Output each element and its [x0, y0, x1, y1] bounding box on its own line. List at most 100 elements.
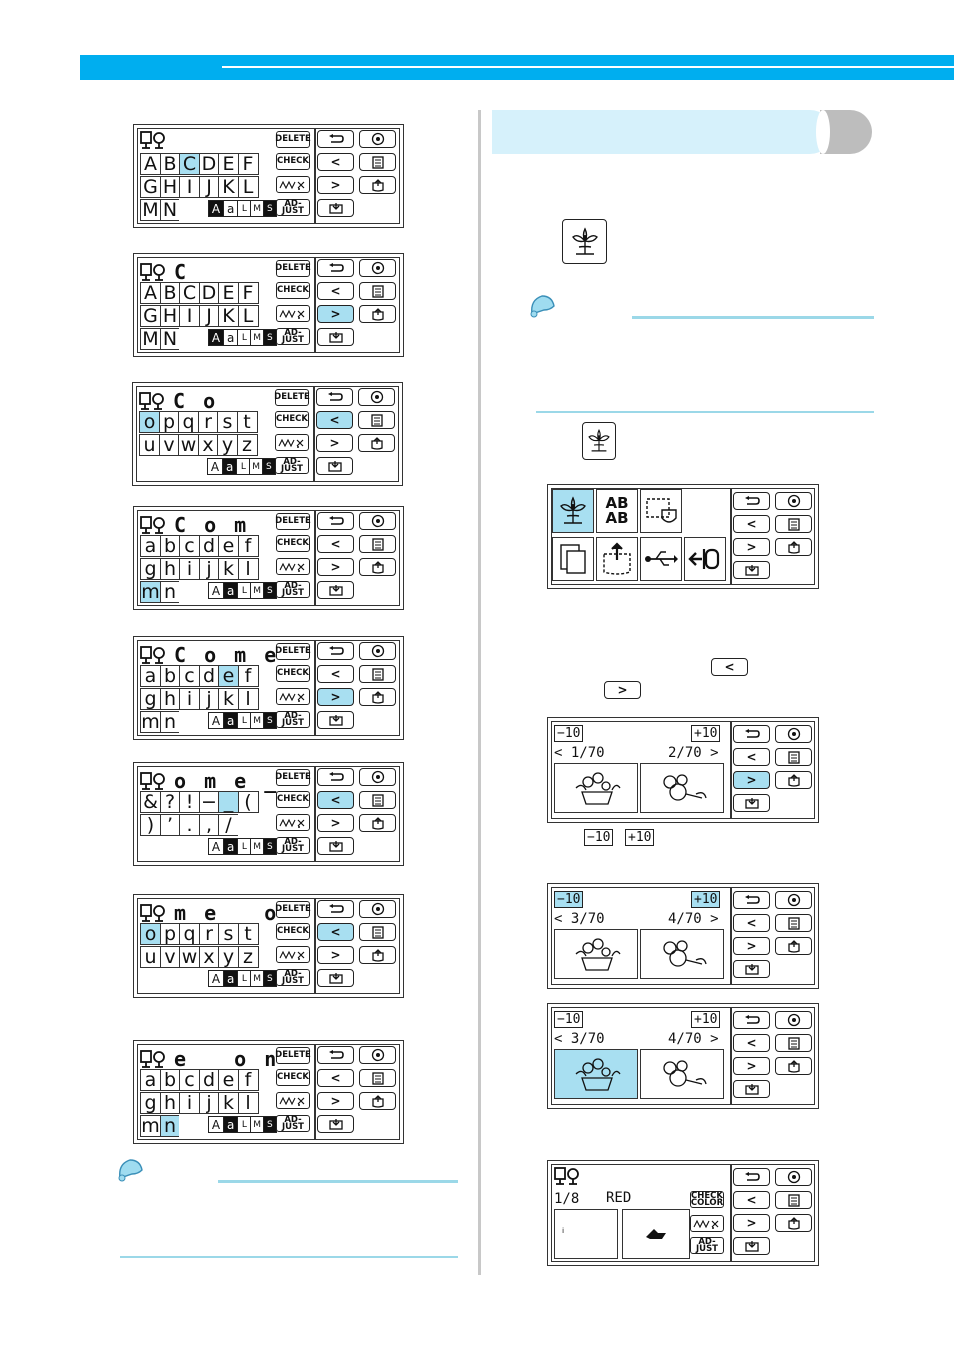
adjust-button[interactable]: AD- JUST — [276, 1115, 310, 1132]
stitch-button[interactable] — [690, 1215, 724, 1232]
prev-button[interactable]: < — [711, 658, 748, 676]
memory-button[interactable] — [359, 176, 396, 194]
uppercase-key[interactable]: A — [208, 1116, 224, 1133]
character-key[interactable]: n — [159, 581, 181, 603]
character-key[interactable]: c — [179, 1069, 200, 1091]
character-key[interactable]: D — [198, 153, 220, 175]
character-key[interactable]: b — [159, 1069, 181, 1091]
character-key[interactable]: s — [217, 411, 238, 433]
adjust-button[interactable]: AD- JUST — [276, 199, 310, 216]
next-button[interactable]: > — [733, 538, 770, 556]
uppercase-key[interactable]: A — [208, 712, 224, 729]
sheet-button[interactable] — [358, 411, 395, 429]
character-key[interactable]: H — [159, 305, 181, 327]
lowercase-key[interactable]: a — [222, 329, 239, 346]
plus10-button[interactable]: +10 — [691, 1011, 721, 1028]
uppercase-key[interactable]: A — [208, 838, 224, 855]
pattern-key[interactable] — [554, 763, 638, 813]
sheet-button[interactable] — [359, 153, 396, 171]
back-button[interactable] — [733, 891, 770, 909]
flower-icon[interactable] — [562, 219, 607, 264]
memory-button[interactable] — [775, 937, 812, 955]
character-key[interactable]: ? — [159, 791, 181, 813]
size-m-key[interactable]: M — [250, 329, 265, 346]
home-button[interactable] — [317, 969, 354, 987]
check-color-button[interactable]: CHECK COLOR — [690, 1190, 724, 1208]
character-key[interactable]: , — [198, 814, 220, 836]
back-button[interactable] — [317, 512, 354, 530]
embroidery-button[interactable] — [359, 1046, 396, 1064]
character-key[interactable]: n — [159, 1115, 181, 1137]
character-key[interactable]: L — [237, 305, 259, 327]
memory-button[interactable] — [775, 1214, 812, 1232]
pc-connect-key[interactable] — [684, 537, 726, 581]
embroidery-button[interactable] — [359, 130, 396, 148]
uppercase-key[interactable]: A — [208, 329, 224, 346]
size-s-key[interactable]: S — [262, 329, 277, 346]
character-key[interactable]: e — [218, 665, 239, 687]
character-key[interactable]: I — [179, 305, 200, 327]
character-key[interactable]: d — [198, 1069, 220, 1091]
next-button[interactable]: > — [604, 681, 641, 699]
lowercase-key[interactable]: a — [222, 712, 239, 729]
uppercase-key[interactable]: A — [208, 970, 224, 987]
character-key[interactable]: m — [140, 710, 161, 733]
delete-button[interactable]: DELETE — [275, 643, 311, 660]
delete-button[interactable]: DELETE — [275, 513, 311, 530]
back-button[interactable] — [733, 725, 770, 743]
character-key[interactable]: G — [140, 305, 161, 327]
flower-icon[interactable] — [582, 422, 616, 460]
adjust-button[interactable]: AD- JUST — [276, 969, 310, 986]
memory-button[interactable] — [775, 538, 812, 556]
back-button[interactable] — [317, 1046, 354, 1064]
sheet-button[interactable] — [359, 791, 396, 809]
adjust-button[interactable]: AD- JUST — [275, 457, 309, 474]
character-key[interactable]: s — [218, 923, 239, 945]
home-button[interactable] — [733, 1080, 770, 1098]
character-key[interactable]: e — [218, 1069, 239, 1091]
back-button[interactable] — [733, 1011, 770, 1029]
character-key[interactable]: h — [159, 558, 181, 580]
back-button[interactable] — [317, 642, 354, 660]
home-button[interactable] — [317, 328, 354, 346]
character-key[interactable]: d — [198, 665, 220, 687]
sheet-button[interactable] — [359, 1069, 396, 1087]
character-pattern-key[interactable]: AB AB — [596, 489, 638, 533]
lowercase-key[interactable]: a — [222, 1116, 239, 1133]
character-key[interactable]: K — [218, 305, 239, 327]
back-button[interactable] — [316, 388, 353, 406]
character-key[interactable]: w — [178, 434, 199, 456]
character-key[interactable]: C — [179, 153, 200, 175]
next-button[interactable]: > — [733, 1057, 770, 1075]
character-key[interactable]: F — [237, 282, 259, 304]
size-s-key[interactable]: S — [262, 1116, 277, 1133]
stitch-button[interactable] — [276, 688, 310, 705]
prev-button[interactable]: < — [316, 411, 353, 429]
minus10-button[interactable]: −10 — [554, 725, 584, 742]
character-key[interactable]: N — [159, 328, 181, 350]
delete-button[interactable]: DELETE — [275, 901, 311, 918]
character-key[interactable]: w — [179, 946, 200, 968]
character-key[interactable]: a — [140, 535, 161, 557]
delete-button[interactable]: DELETE — [275, 769, 311, 786]
character-key[interactable]: F — [237, 153, 259, 175]
prev-button[interactable]: < — [317, 1069, 354, 1087]
character-key[interactable]: r — [198, 923, 220, 945]
check-button[interactable]: CHECK — [275, 411, 309, 428]
check-button[interactable]: CHECK — [276, 282, 310, 299]
stitch-button[interactable] — [276, 814, 310, 831]
prev-button[interactable]: < — [317, 923, 354, 941]
sheet-button[interactable] — [359, 535, 396, 553]
delete-button[interactable]: DELETE — [275, 260, 311, 277]
character-key[interactable]: o — [140, 923, 161, 945]
next-button[interactable]: > — [317, 688, 354, 706]
character-key[interactable]: J — [198, 176, 220, 198]
character-key[interactable]: . — [179, 814, 200, 836]
adjust-button[interactable]: AD- JUST — [690, 1237, 724, 1254]
character-key[interactable]: C — [179, 282, 200, 304]
memory-button[interactable] — [359, 1092, 396, 1110]
